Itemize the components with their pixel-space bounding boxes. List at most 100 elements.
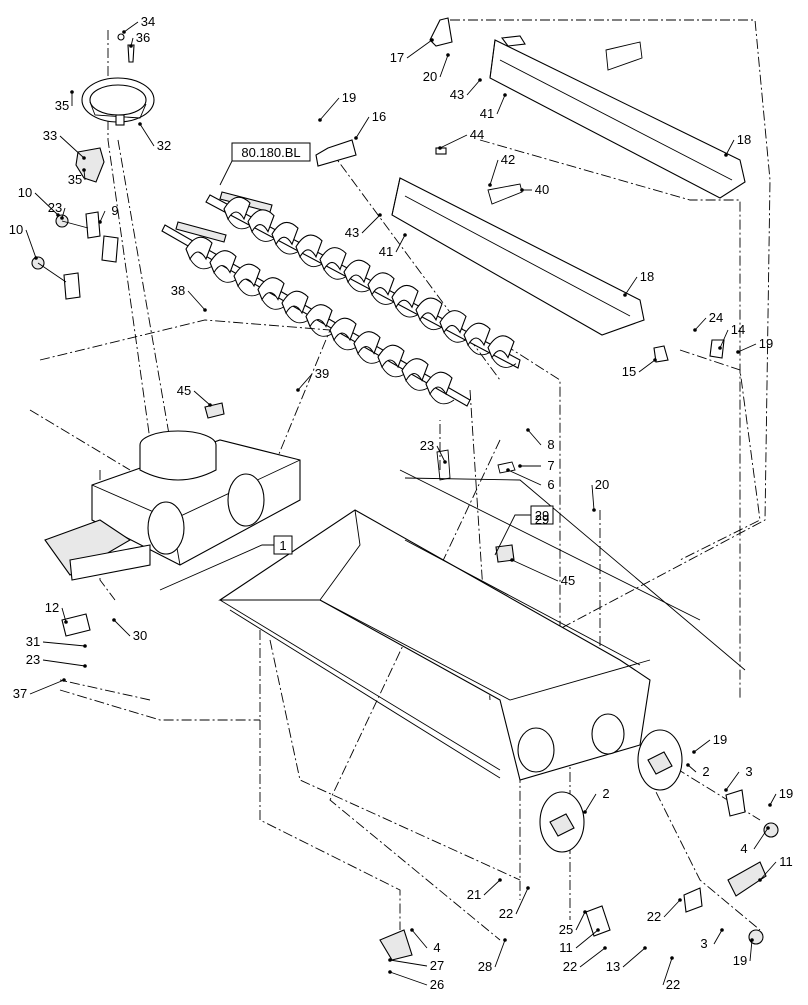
callout-24: 24 (693, 310, 723, 332)
callout-label: 19 (342, 90, 356, 105)
leader-point (506, 468, 510, 472)
leader-line (622, 947, 646, 968)
leader-line (113, 619, 131, 637)
leader-point (623, 293, 627, 297)
callout-label: 11 (779, 854, 793, 869)
leader-line (579, 947, 606, 968)
callout-19: 19 (736, 336, 773, 354)
leader-line (361, 214, 381, 234)
leader-point (318, 118, 322, 122)
callout-40: 40 (520, 182, 549, 197)
leader-point (64, 620, 68, 624)
callout-17: 17 (390, 38, 434, 65)
leader-point (718, 346, 722, 350)
leader-line (406, 39, 433, 59)
transition-housing (44, 430, 301, 581)
callout-label: 13 (606, 959, 620, 974)
callout-label: 3 (745, 764, 752, 779)
callout-21: 21 (467, 878, 502, 902)
leader-point (510, 558, 514, 562)
leader-line (575, 911, 586, 931)
leader-line (638, 359, 656, 373)
callout-label: 18 (737, 132, 751, 147)
callout-label: 1 (279, 538, 286, 553)
leader-line (34, 192, 59, 216)
callout-label: 3 (700, 936, 707, 951)
leader-point (643, 946, 647, 950)
leader-point (82, 156, 86, 160)
leader-point (670, 956, 674, 960)
leader-point (678, 898, 682, 902)
callout-label: 22 (647, 909, 661, 924)
callout-label: 4 (740, 841, 747, 856)
callout-33: 33 (43, 128, 86, 160)
callout-19: 19 (692, 732, 727, 754)
callout-label: 23 (26, 652, 40, 667)
callout-11: 11 (559, 928, 600, 955)
callout-label: 37 (13, 686, 27, 701)
callout-label: 25 (559, 922, 573, 937)
callout-label: 29 (535, 508, 549, 523)
callout-10: 10 (18, 185, 60, 217)
auger-upper (205, 191, 521, 369)
end-plates (539, 729, 779, 945)
leader-point (692, 750, 696, 754)
leader-point (526, 428, 530, 432)
callout-label: 42 (501, 152, 515, 167)
leader-point (720, 928, 724, 932)
leader-line (319, 97, 340, 121)
leader-line (494, 939, 506, 968)
callout-label: 23 (420, 438, 434, 453)
callout-label: 39 (315, 366, 329, 381)
leader-line (584, 793, 597, 813)
callout-label: 19 (779, 786, 793, 801)
callout-label: 22 (563, 959, 577, 974)
callout-label: 2 (702, 764, 709, 779)
leader-point (603, 946, 607, 950)
callout-22: 22 (647, 898, 682, 924)
leader-point (203, 308, 207, 312)
callout-29: 29 (535, 512, 549, 527)
callout-label: 43 (450, 87, 464, 102)
leader-point (83, 644, 87, 648)
callout-2: 2 (686, 763, 710, 779)
leader-line (694, 317, 707, 331)
callout-label: 33 (43, 128, 57, 143)
leader-line (759, 861, 777, 881)
leader-line (42, 659, 86, 667)
leader-line (59, 135, 85, 159)
top-hardware (315, 17, 725, 363)
leader-line (769, 793, 777, 806)
leader-line (507, 469, 542, 486)
callout-19: 19 (733, 938, 754, 968)
callout-label: 4 (433, 940, 440, 955)
leader-point (592, 508, 596, 512)
leader-line (693, 739, 711, 753)
leader-point (520, 188, 524, 192)
leader-line (663, 899, 681, 918)
leader-line (749, 939, 753, 962)
callout-label: 44 (470, 127, 484, 142)
callout-39: 39 (296, 366, 329, 392)
leader-point (60, 216, 64, 220)
callout-18: 18 (623, 269, 654, 297)
leader-point (388, 970, 392, 974)
callout-label: 6 (547, 477, 554, 492)
shield-lower (391, 177, 645, 336)
callout-18: 18 (724, 132, 751, 157)
leader-line (297, 373, 313, 391)
leader-point (378, 213, 382, 217)
leader-point (653, 358, 657, 362)
callout-label: 19 (713, 732, 727, 747)
callout-label: 20 (423, 69, 437, 84)
callout-label: 22 (666, 977, 680, 992)
leader-line (713, 929, 723, 945)
callout-22: 22 (662, 956, 680, 992)
callout-34: 34 (122, 14, 155, 34)
callout-23: 23 (26, 652, 87, 668)
callout-label: 18 (640, 269, 654, 284)
leader-line (389, 971, 428, 986)
ring-assembly (81, 33, 155, 126)
callout-12: 12 (45, 600, 68, 624)
